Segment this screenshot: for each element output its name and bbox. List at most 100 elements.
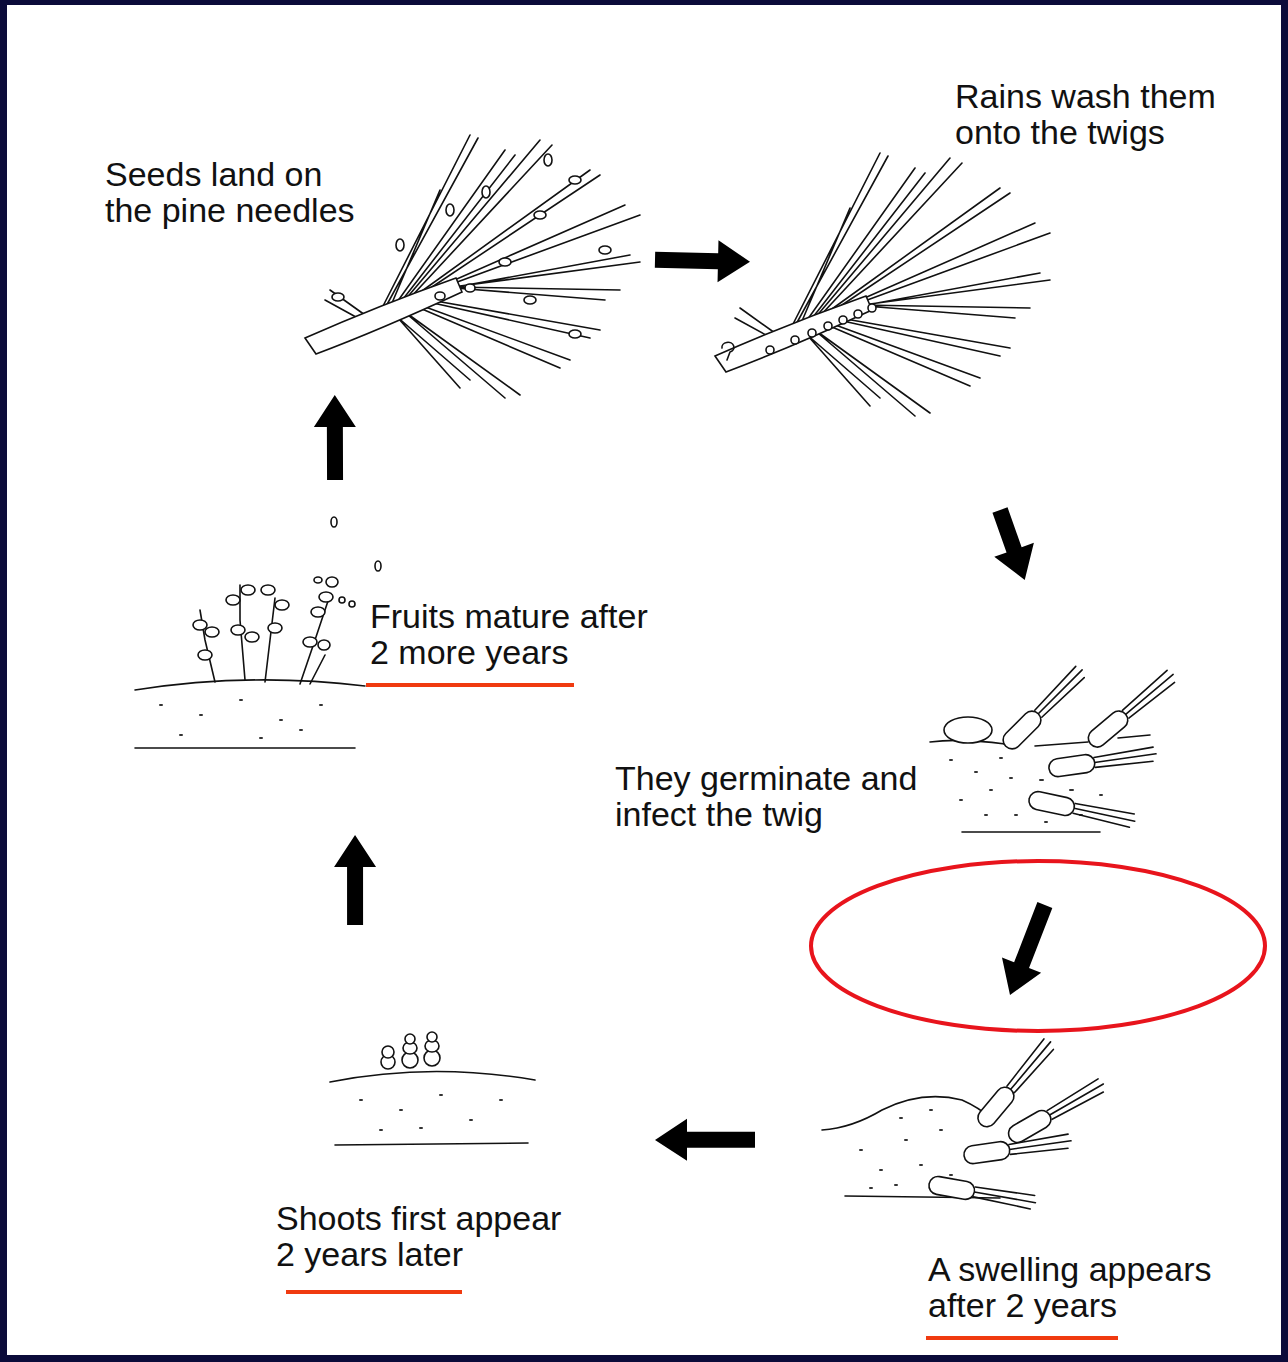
berry (318, 640, 330, 650)
needle-sheath (1085, 707, 1132, 750)
berry (303, 637, 317, 647)
flow-arrow (655, 240, 750, 282)
flying-seed (349, 601, 355, 607)
flow-arrow (655, 1119, 755, 1161)
seed (332, 293, 344, 301)
seeds (332, 154, 611, 338)
needle-stub (1027, 790, 1136, 830)
stage-caption: They germinate and infect the twig (615, 760, 955, 832)
flying-seed (314, 577, 322, 583)
emphasis-underline (366, 683, 574, 687)
needle-line (1121, 669, 1177, 720)
seed (569, 330, 581, 338)
stage-node: Fruits mature after 2 more years (125, 480, 665, 835)
needle-sheath (1005, 1107, 1054, 1146)
flying-seed (331, 517, 337, 527)
needle-stub (928, 1175, 1037, 1211)
flying-seed (375, 561, 381, 571)
twig-outline (930, 735, 1150, 832)
stage-caption: A swelling appears after 2 years (928, 1251, 1248, 1323)
stage-caption: Shoots first appear 2 years later (276, 1200, 576, 1272)
berry (198, 650, 212, 660)
needle-line (1009, 1134, 1072, 1156)
bark-stipple (160, 700, 322, 738)
needle-line (1005, 1037, 1056, 1093)
germinating-seed (944, 717, 992, 743)
berry (311, 607, 325, 617)
needle-stub (963, 1132, 1072, 1165)
stage-caption: Rains wash them onto the twigs (955, 78, 1245, 150)
needle-sheath (1027, 790, 1076, 817)
berry (205, 627, 219, 637)
needle-stub (999, 664, 1088, 753)
shoots-on-twig (330, 1032, 535, 1145)
seed (534, 211, 546, 219)
stage-caption: Fruits mature after 2 more years (370, 598, 662, 670)
seed (396, 239, 404, 251)
berry (268, 623, 282, 633)
seed (854, 310, 862, 318)
needle-line (973, 1185, 1036, 1210)
needle-sheath (963, 1141, 1011, 1165)
highlight-ellipse (811, 861, 1265, 1031)
needle-sheath (974, 1084, 1017, 1131)
seed (808, 329, 816, 337)
swollen-twig (822, 1036, 1108, 1211)
seed (722, 342, 734, 360)
stage-node: Shoots first appear 2 years later (270, 925, 655, 1300)
seed (766, 346, 774, 354)
needle-sheath (928, 1175, 976, 1201)
berry (231, 625, 245, 635)
seed (465, 284, 475, 292)
fruiting-plant (135, 517, 381, 748)
berry (193, 620, 207, 630)
stage-node: Seeds land on the pine needles (100, 145, 655, 395)
flying-seed (339, 597, 345, 603)
twig-outline (135, 680, 365, 748)
flow-arrow (1002, 902, 1052, 995)
berry (275, 600, 289, 610)
shoot (382, 1046, 394, 1058)
twig-outline (330, 1071, 535, 1145)
germinating-twig (930, 664, 1179, 832)
seed (499, 258, 511, 266)
stage-node: They germinate and infect the twig (605, 580, 1180, 905)
flow-arrow (992, 507, 1033, 580)
stage-node: Rains wash them onto the twigs (750, 70, 1250, 510)
seed (544, 154, 552, 166)
berry (241, 585, 255, 595)
seed (569, 176, 581, 184)
berry (261, 585, 275, 595)
stage-node: A swelling appears after 2 years (755, 995, 1255, 1350)
emphasis-underline (286, 1290, 462, 1294)
seed (824, 322, 832, 330)
mistletoe-stem (200, 585, 330, 684)
emphasis-underline (926, 1336, 1118, 1340)
seed (791, 336, 799, 344)
stage-caption: Seeds land on the pine needles (105, 156, 367, 228)
seed (524, 296, 536, 304)
seed (446, 204, 454, 216)
pine-sprig (305, 135, 640, 398)
needle-stub (1085, 668, 1179, 751)
berry (319, 592, 333, 602)
seed (599, 246, 611, 254)
needle-line (1094, 747, 1157, 769)
berry (326, 577, 338, 587)
pine-sprig (715, 153, 1050, 416)
needle-line (1046, 1078, 1107, 1121)
seed (839, 316, 847, 324)
berry (226, 595, 240, 605)
needle-sheath (999, 707, 1044, 752)
seed (435, 292, 445, 300)
seeds (722, 304, 876, 360)
shoot (405, 1034, 415, 1044)
needle-line (1073, 801, 1137, 828)
seed (868, 304, 876, 312)
bark-stipple (360, 1095, 502, 1130)
berry (245, 632, 259, 642)
seed (482, 186, 490, 198)
needle-line (1033, 665, 1087, 719)
